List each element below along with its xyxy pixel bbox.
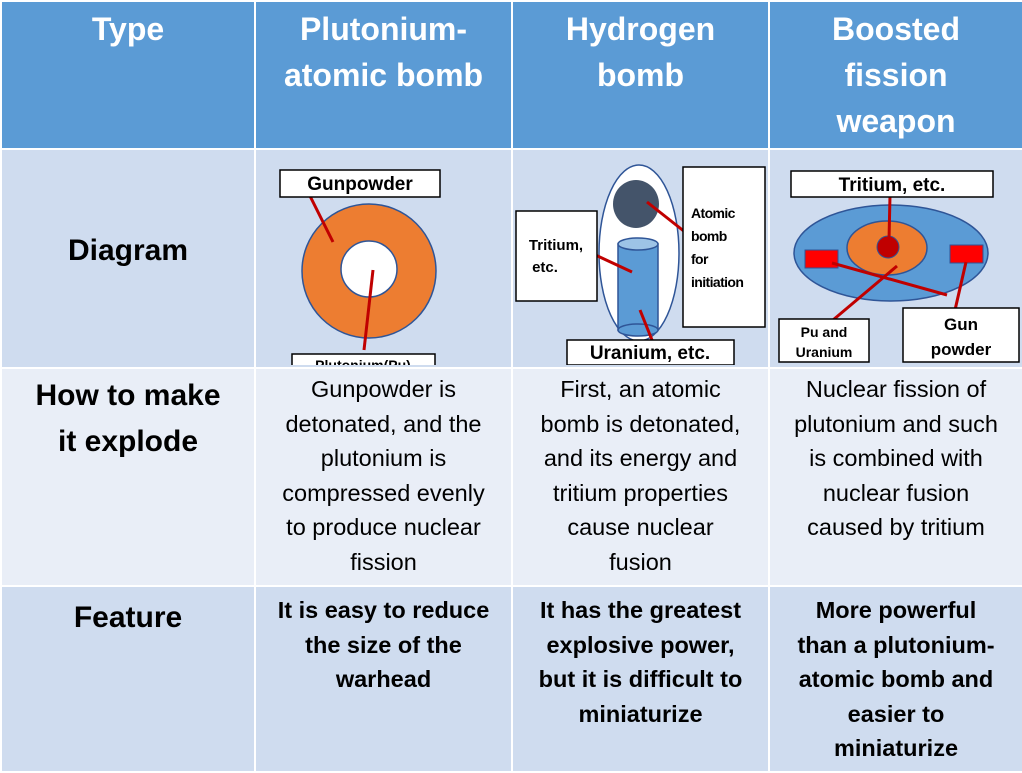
atomic-label-line-2: bomb — [691, 228, 727, 244]
pu-label-box — [778, 318, 870, 363]
plutonium-pointer — [362, 269, 375, 351]
gunpowder-label-boosted-line-1: Gun — [944, 315, 978, 334]
left-gunpowder-pointer — [831, 261, 948, 297]
atomic-label-line-4: initiation — [691, 274, 743, 290]
feature-row: Feature It is easy to reduce the size of… — [0, 585, 1022, 773]
header-type: Type — [91, 11, 165, 47]
uranium-label: Uranium, etc. — [590, 343, 710, 364]
header-hydrogen-cell: Hydrogen bomb — [511, 0, 770, 150]
plutonium-label-box — [291, 353, 436, 365]
header-row: Type Plutonium- atomic bomb Hydrogen bom… — [0, 0, 1022, 150]
hydrogen-bomb-diagram: Tritium, etc. Atomic bomb for initiation… — [515, 164, 766, 365]
row-label-how: How to make it explode — [35, 379, 221, 458]
how-hydrogen-cell: First, an atomic bomb is detonated, and … — [511, 367, 770, 587]
initiator-bomb — [613, 180, 659, 228]
gunpowder-block-right — [949, 244, 984, 264]
pu-pointer — [832, 264, 898, 322]
how-plutonium-cell: Gunpowder is detonated, and the plutoniu… — [254, 367, 513, 587]
boosted-tritium-label: Tritium, etc. — [839, 175, 946, 196]
tritium-label-line-2: etc. — [532, 259, 558, 276]
header-hydrogen: Hydrogen bomb — [565, 11, 716, 93]
row-label-feature: Feature — [73, 601, 183, 634]
diagram-row: Diagram Gunpowder Plutonium(Pu) — [0, 148, 1022, 369]
gunpowder-label-boosted-line-2: powder — [931, 340, 992, 359]
diagram-boosted-cell: Tritium, etc. Pu and Uranium Gun powder — [768, 148, 1022, 369]
header-type-cell: Type — [0, 0, 256, 150]
atomic-label-line-1: Atomic — [691, 205, 736, 221]
boosted-tritium-pointer — [887, 195, 892, 241]
right-gunpowder-pointer — [953, 261, 968, 311]
diagram-plutonium-cell: Gunpowder Plutonium(Pu) — [254, 148, 513, 369]
gunpowder-block-left — [804, 249, 839, 269]
feature-hydrogen-cell: It has the greatest explosive power, but… — [511, 585, 770, 773]
row-label-diagram: Diagram — [67, 234, 189, 267]
plutonium-label: Plutonium(Pu) — [315, 357, 411, 365]
header-plutonium-cell: Plutonium- atomic bomb — [254, 0, 513, 150]
feature-boosted-cell: More powerful than a plutonium- atomic b… — [768, 585, 1022, 773]
header-boosted: Boosted fission weapon — [832, 11, 960, 139]
atomic-label-line-3: for — [691, 251, 709, 267]
gunpowder-label: Gunpowder — [307, 174, 413, 195]
how-boosted: Nuclear fission of plutonium and such is… — [794, 376, 998, 540]
uranium-cylinder-bottom — [617, 323, 659, 337]
how-boosted-cell: Nuclear fission of plutonium and such is… — [768, 367, 1022, 587]
uranium-pointer — [638, 309, 654, 341]
uranium-label-box — [566, 339, 735, 365]
how-plutonium: Gunpowder is detonated, and the plutoniu… — [282, 376, 485, 575]
boosted-weapon-diagram: Tritium, etc. Pu and Uranium Gun powder — [778, 170, 1020, 363]
uranium-cylinder-top — [617, 237, 659, 251]
diagram-hydrogen-cell: Tritium, etc. Atomic bomb for initiation… — [511, 148, 770, 369]
feature-hydrogen: It has the greatest explosive power, but… — [538, 597, 743, 727]
boosted-tritium-label-box — [790, 170, 994, 198]
atomic-label-box — [682, 166, 766, 328]
feature-plutonium: It is easy to reduce the size of the war… — [277, 597, 490, 692]
header-plutonium: Plutonium- atomic bomb — [283, 11, 484, 93]
how-row: How to make it explode Gunpowder is deto… — [0, 367, 1022, 587]
gunpowder-pointer — [308, 195, 335, 243]
how-label-cell: How to make it explode — [0, 367, 256, 587]
gunpowder-label-box — [279, 169, 441, 198]
pu-label-line-2: Uranium — [796, 344, 853, 360]
tritium-label-box — [515, 210, 598, 302]
feature-plutonium-cell: It is easy to reduce the size of the war… — [254, 585, 513, 773]
pu-label-line-1: Pu and — [801, 324, 848, 340]
uranium-cylinder-body — [617, 243, 659, 331]
feature-label-cell: Feature — [0, 585, 256, 773]
plutonium-bomb-diagram: Gunpowder Plutonium(Pu) — [279, 169, 441, 365]
tritium-label-line-1: Tritium, — [529, 237, 583, 254]
feature-boosted: More powerful than a plutonium- atomic b… — [797, 597, 995, 761]
how-hydrogen: First, an atomic bomb is detonated, and … — [540, 376, 741, 575]
atomic-pointer — [646, 200, 686, 234]
header-boosted-cell: Boosted fission weapon — [768, 0, 1022, 150]
diagram-label-cell: Diagram — [0, 148, 256, 369]
gunpowder-label-box-boosted — [902, 307, 1020, 363]
plutonium-core — [340, 240, 398, 298]
